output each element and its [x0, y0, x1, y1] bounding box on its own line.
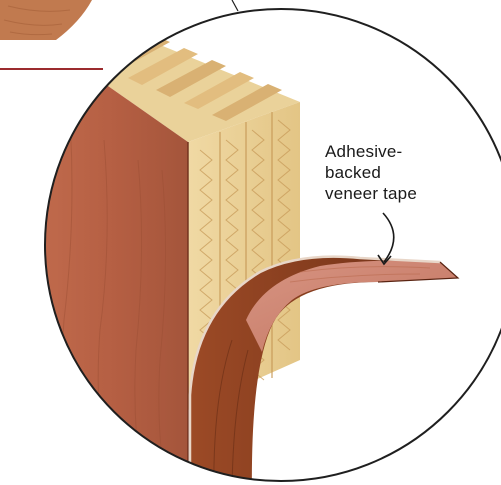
panel-face: [40, 72, 188, 485]
leader-tick: [232, 0, 238, 11]
detail-circle-content: [40, 0, 501, 485]
background-panel-fragment: [0, 0, 92, 40]
callout-label: Adhesive- backed veneer tape: [325, 141, 495, 204]
